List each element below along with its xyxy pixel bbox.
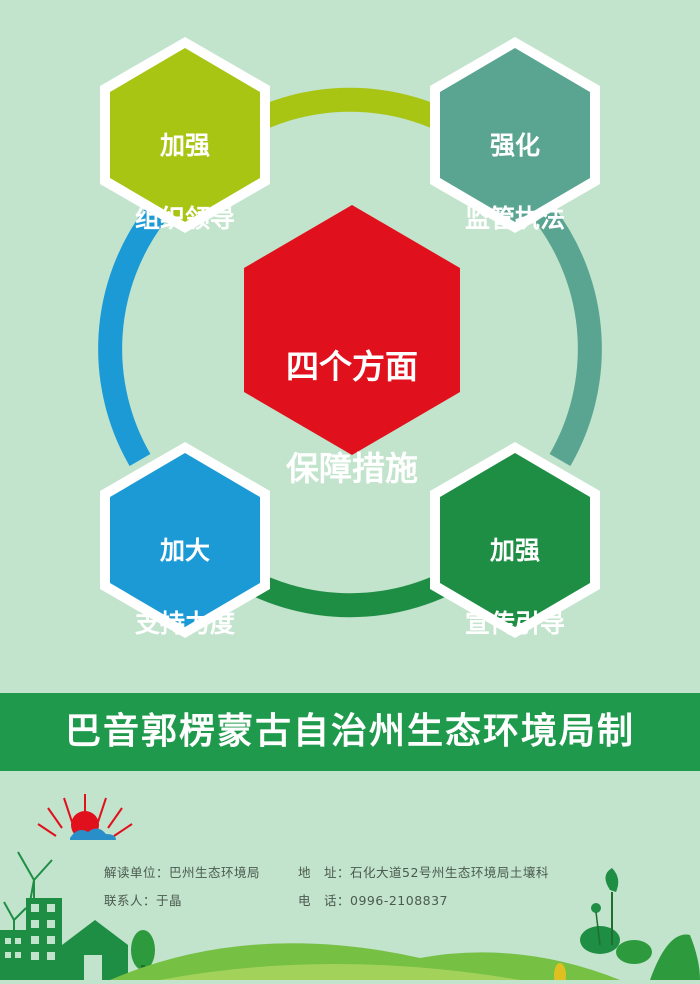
issuer-banner: 巴音郭楞蒙古自治州生态环境局制 bbox=[0, 693, 700, 771]
top-left-line1: 加强 bbox=[159, 131, 210, 161]
hex-bottom-left-text: 加大 支持力度 bbox=[100, 497, 270, 678]
landscape-illustration bbox=[0, 794, 700, 984]
unit-label: 解读单位： bbox=[104, 865, 170, 880]
ring-arc-right bbox=[535, 207, 602, 467]
center-line1: 四个方面 bbox=[286, 347, 418, 387]
center-line2: 保障措施 bbox=[286, 449, 418, 489]
hex-top-left-text: 加强 组织领导 bbox=[100, 92, 270, 273]
footer-phone: 电 话：0996-2108837 bbox=[298, 890, 448, 909]
address-label: 地 址： bbox=[298, 865, 351, 880]
bottom-right-line1: 加强 bbox=[489, 536, 540, 566]
footer-address: 地 址：石化大道52号州生态环境局土壤科 bbox=[298, 862, 549, 881]
phone-label: 电 话： bbox=[298, 893, 351, 908]
bottom-right-line2: 宣传引导 bbox=[464, 608, 565, 638]
bottom-left-line1: 加大 bbox=[159, 536, 210, 566]
measures-diagram: 四个方面 保障措施 加强 组织领导 强化 监管执法 加大 支持力度 加强 宣传引… bbox=[98, 37, 602, 678]
diagram-graphic bbox=[98, 37, 602, 638]
phone-value: 0996-2108837 bbox=[350, 893, 449, 908]
house-icon bbox=[62, 920, 128, 980]
contact-label: 联系人： bbox=[104, 893, 157, 908]
address-value: 石化大道52号州生态环境局土壤科 bbox=[350, 865, 549, 880]
footer-info-row2: 联系人：于晶 bbox=[104, 890, 182, 909]
ring-arc-left bbox=[98, 207, 165, 467]
top-right-line2: 监管执法 bbox=[464, 203, 565, 233]
hex-bottom-right-text: 加强 宣传引导 bbox=[430, 497, 600, 678]
hex-center bbox=[244, 205, 460, 455]
unit-value: 巴州生态环境局 bbox=[169, 865, 261, 880]
bottom-left-line2: 支持力度 bbox=[134, 608, 235, 638]
footer-info-row1: 解读单位：巴州生态环境局 bbox=[104, 862, 260, 881]
lotus-plant-icon bbox=[554, 868, 700, 984]
top-left-line2: 组织领导 bbox=[134, 203, 235, 233]
sun-logo-icon bbox=[37, 794, 133, 840]
hex-center-text: 四个方面 保障措施 bbox=[232, 290, 472, 546]
top-right-line1: 强化 bbox=[489, 131, 540, 161]
issuer-title: 巴音郭楞蒙古自治州生态环境局制 bbox=[64, 711, 635, 752]
contact-value: 于晶 bbox=[156, 893, 183, 908]
hex-top-right-text: 强化 监管执法 bbox=[430, 92, 600, 273]
footer-scene: 解读单位：巴州生态环境局 地 址：石化大道52号州生态环境局土壤科 联系人：于晶… bbox=[0, 780, 700, 984]
